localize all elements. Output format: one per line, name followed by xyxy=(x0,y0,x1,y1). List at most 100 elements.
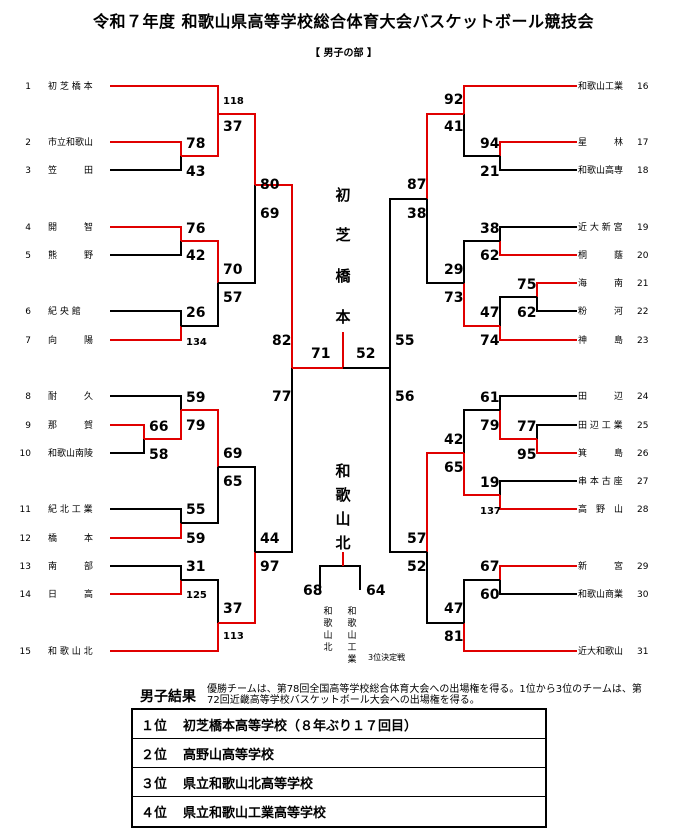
bracket-line xyxy=(499,226,577,241)
team-name: 海 南 xyxy=(578,277,623,289)
score-label: 52 xyxy=(356,346,375,362)
score-label: 57 xyxy=(407,531,426,547)
team-seed: 16 xyxy=(637,82,649,92)
score-label: 41 xyxy=(444,119,463,135)
team-seed: 17 xyxy=(637,138,648,148)
result-school: 高野山高等学校 xyxy=(183,747,275,763)
team-seed: 18 xyxy=(637,166,649,176)
bracket-line xyxy=(426,113,464,199)
team-name: 田 辺 工 業 xyxy=(578,419,623,431)
bracket-line xyxy=(255,184,293,368)
score-label: 38 xyxy=(480,221,499,237)
bracket-line xyxy=(218,185,256,284)
score-label: 113 xyxy=(223,631,244,642)
bracket-line xyxy=(426,452,464,552)
score-label: 76 xyxy=(186,221,205,237)
score-label: 58 xyxy=(149,447,168,463)
third-left-char: 北 xyxy=(323,642,332,653)
team-name: 耐 久 xyxy=(48,390,93,402)
team-name: 紀 央 館 xyxy=(48,305,81,317)
team-seed: 20 xyxy=(637,251,649,261)
bracket-line xyxy=(110,156,182,171)
result-school: 県立和歌山工業高等学校 xyxy=(183,806,327,821)
score-label: 37 xyxy=(223,119,242,135)
bracket-line xyxy=(499,241,577,256)
score-label: 62 xyxy=(480,248,499,264)
team-seed: 12 xyxy=(20,534,31,544)
bracket-line xyxy=(110,565,182,580)
bracket-line xyxy=(144,410,182,440)
bracket-line xyxy=(181,467,219,524)
result-rank: ４位 xyxy=(141,806,168,821)
bracket-line xyxy=(110,623,219,652)
team-name: 開 智 xyxy=(48,221,93,233)
score-label: 92 xyxy=(444,92,463,108)
team-name: 桐 蔭 xyxy=(578,249,623,261)
bracket-line xyxy=(319,552,344,590)
bracket-line xyxy=(499,580,577,595)
team-seed: 1 xyxy=(25,82,31,92)
score-label: 65 xyxy=(444,460,463,476)
score-label: 42 xyxy=(186,248,205,264)
third-right-char: 歌 xyxy=(347,617,356,629)
bracket-line xyxy=(463,240,500,283)
team-seed: 23 xyxy=(637,336,648,346)
bracket-line xyxy=(110,508,182,523)
score-label: 77 xyxy=(517,419,536,435)
third-left-char: 山 xyxy=(323,630,332,641)
result-rank: ２位 xyxy=(141,747,168,763)
score-label: 26 xyxy=(186,305,205,321)
team-seed: 21 xyxy=(637,279,648,289)
team-seed: 31 xyxy=(637,647,648,657)
score-label: 118 xyxy=(223,96,244,107)
third-right-char: 工 xyxy=(347,643,356,653)
score-label: 56 xyxy=(395,389,414,405)
bracket-line xyxy=(218,466,256,552)
score-label: 77 xyxy=(272,389,291,405)
team-name: 高 野 山 xyxy=(578,503,623,515)
bracket-line xyxy=(499,141,577,156)
bracket-line xyxy=(463,579,500,623)
team-name: 市立和歌山 xyxy=(48,136,93,148)
score-label: 19 xyxy=(480,475,499,491)
team-name: 橋 本 xyxy=(48,532,93,544)
bracket-line xyxy=(218,113,256,185)
third-right-char: 山 xyxy=(347,630,356,641)
bracket-line xyxy=(499,296,537,326)
team-name: 初 芝 橋 本 xyxy=(48,80,93,92)
score-label: 42 xyxy=(444,432,463,448)
bracket-line xyxy=(181,283,219,327)
team-seed: 5 xyxy=(25,251,31,261)
bracket-line xyxy=(463,114,500,157)
team-name: 田 辺 xyxy=(578,391,623,402)
score-label: 38 xyxy=(407,206,426,222)
score-label: 66 xyxy=(149,419,168,435)
runnerup-name-char: 歌 xyxy=(335,486,351,504)
team-seed: 15 xyxy=(20,647,31,657)
bracket-line xyxy=(499,156,577,171)
team-name: 近大和歌山 xyxy=(578,645,623,657)
bracket-line xyxy=(181,114,219,157)
third-place-label: 3位決定戦 xyxy=(368,652,405,662)
runnerup-name-char: 山 xyxy=(335,510,350,528)
score-label: 62 xyxy=(517,305,536,321)
team-name: 紀 北 工 業 xyxy=(48,503,93,515)
score-label: 31 xyxy=(186,559,205,575)
result-row: １位 初芝橋本高等学校（８年ぶり１７回目） xyxy=(133,710,545,739)
bracket-line xyxy=(110,141,182,156)
score-label: 74 xyxy=(480,333,500,349)
score-label: 29 xyxy=(444,262,463,278)
team-name: 和歌山商業 xyxy=(578,588,623,600)
champion-name-char: 本 xyxy=(335,308,350,326)
team-name: 箕 島 xyxy=(578,447,623,459)
score-label: 95 xyxy=(517,447,536,463)
score-label: 64 xyxy=(366,583,386,599)
team-name: 日 高 xyxy=(48,588,93,600)
third-left-char: 歌 xyxy=(323,617,332,629)
bracket-line xyxy=(255,368,293,553)
team-name: 和歌山高専 xyxy=(578,164,623,176)
result-rank: １位 xyxy=(141,718,168,734)
team-name: 向 陽 xyxy=(48,334,93,346)
team-name: 和 歌 山 北 xyxy=(48,645,93,657)
